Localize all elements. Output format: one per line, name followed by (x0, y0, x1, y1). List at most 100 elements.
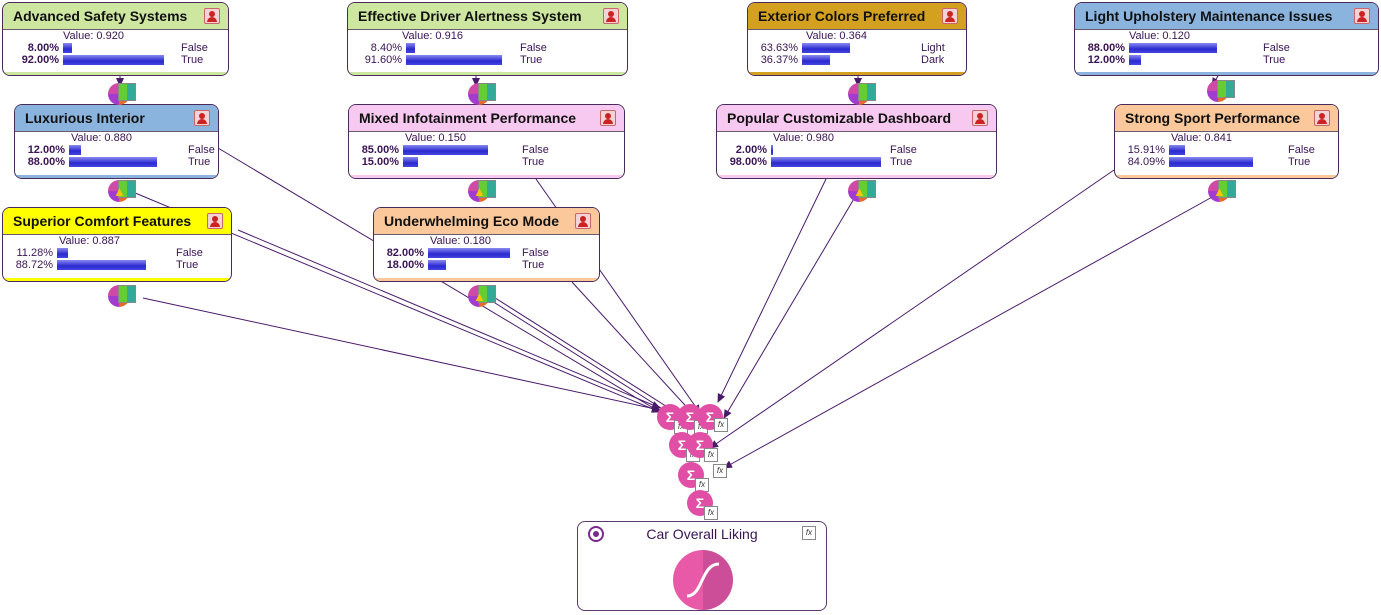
state-percent: 8.00% (27, 42, 59, 54)
state-bar (403, 157, 418, 167)
state-percent: 36.37% (760, 54, 798, 66)
node-value: Value: 0.887 (59, 235, 120, 247)
node-title: Strong Sport Performance (1125, 110, 1301, 126)
user-icon[interactable] (194, 110, 210, 126)
state-label: True (181, 54, 204, 66)
user-icon[interactable] (207, 213, 223, 229)
node-header[interactable]: Underwhelming Eco Mode (374, 208, 599, 235)
user-icon[interactable] (1354, 8, 1370, 24)
status-icons-dashboard[interactable]: ▲ (848, 180, 876, 206)
node-title: Light Upholstery Maintenance Issues (1085, 8, 1333, 24)
warning-icon: ▲ (1213, 184, 1226, 199)
state-label: False (176, 247, 203, 259)
node-header[interactable]: Luxurious Interior (15, 105, 218, 132)
node-title: Advanced Safety Systems (13, 8, 188, 24)
state-row: 98.00%True (717, 156, 996, 168)
warning-icon: ▲ (473, 289, 486, 304)
node-footer (348, 72, 627, 75)
link-arrow (723, 191, 859, 419)
node-header[interactable]: Strong Sport Performance (1115, 105, 1338, 132)
node-value: Value: 0.180 (430, 235, 491, 247)
node-value: Value: 0.980 (773, 132, 834, 144)
node-car-overall-liking[interactable]: Car Overall Liking fx (577, 521, 827, 611)
node-footer (717, 175, 996, 178)
target-title: Car Overall Liking (646, 526, 758, 542)
state-label: True (1263, 54, 1286, 66)
status-icons-comfort[interactable] (108, 285, 136, 311)
state-percent: 18.00% (386, 259, 424, 271)
state-bar (428, 260, 446, 270)
node-header[interactable]: Mixed Infotainment Performance (349, 105, 624, 132)
user-icon[interactable] (600, 110, 616, 126)
node-footer (15, 175, 218, 178)
function-icon: fx (704, 448, 718, 462)
user-icon[interactable] (1314, 110, 1330, 126)
state-row: 88.72%True (3, 259, 231, 271)
state-row: 2.00%False (717, 144, 996, 156)
node-header[interactable]: Popular Customizable Dashboard (717, 105, 996, 132)
status-icons-advanced-safety[interactable] (108, 83, 136, 109)
node-title: Underwhelming Eco Mode (384, 213, 560, 229)
state-percent: 88.00% (1087, 42, 1125, 54)
state-bar (63, 43, 72, 53)
state-row: 91.60%True (348, 54, 627, 66)
state-percent: 88.00% (27, 156, 65, 168)
status-icons-infotainment[interactable]: ▲ (468, 180, 496, 206)
link-arrow (491, 295, 681, 416)
function-icon: fx (713, 464, 727, 478)
state-label: True (188, 156, 211, 168)
user-icon[interactable] (972, 110, 988, 126)
state-label: True (522, 259, 545, 271)
node-header[interactable]: Advanced Safety Systems (3, 3, 228, 30)
state-label: Dark (921, 54, 945, 66)
status-icons-upholstery[interactable] (1207, 80, 1235, 106)
node-footer (349, 175, 624, 178)
state-row: 88.00%False (1075, 42, 1378, 54)
state-percent: 15.00% (361, 156, 399, 168)
user-icon[interactable] (204, 8, 220, 24)
warning-icon: ▲ (113, 184, 126, 199)
node-header[interactable]: Superior Comfort Features (3, 208, 231, 235)
node-title: Popular Customizable Dashboard (727, 110, 952, 126)
node-footer (1115, 175, 1338, 178)
state-percent: 82.00% (386, 247, 424, 259)
state-row: 12.00%False (15, 144, 218, 156)
user-icon[interactable] (942, 8, 958, 24)
state-percent: 12.00% (27, 144, 65, 156)
state-row: 92.00%True (3, 54, 228, 66)
state-percent: 11.28% (16, 247, 54, 259)
state-row: 36.37% Dark (748, 54, 966, 66)
user-icon[interactable] (603, 8, 619, 24)
user-icon[interactable] (575, 213, 591, 229)
node-header[interactable]: Effective Driver Alertness System (348, 3, 627, 30)
status-icons-eco-mode[interactable]: ▲ (468, 285, 496, 311)
state-label: True (890, 156, 913, 168)
status-icons-sport-performance[interactable]: ▲ (1208, 180, 1236, 206)
state-row: 85.00%False (349, 144, 624, 156)
status-icons-luxurious-interior[interactable]: ▲ (108, 180, 136, 206)
node-footer (3, 278, 231, 281)
node-title: Exterior Colors Preferred (758, 8, 926, 24)
node-header[interactable]: Light Upholstery Maintenance Issues (1075, 3, 1378, 30)
status-icons-driver-alertness[interactable] (468, 83, 496, 109)
node-header[interactable]: Exterior Colors Preferred (748, 3, 966, 30)
node-value: Value: 0.364 (806, 30, 867, 42)
state-row: 12.00%True (1075, 54, 1378, 66)
state-label: True (520, 54, 543, 66)
node-footer (3, 72, 228, 75)
state-row: 18.00% True (374, 259, 599, 271)
state-bar (406, 43, 415, 53)
status-icons-exterior-colors[interactable] (848, 83, 876, 109)
node-title: Effective Driver Alertness System (358, 8, 582, 24)
